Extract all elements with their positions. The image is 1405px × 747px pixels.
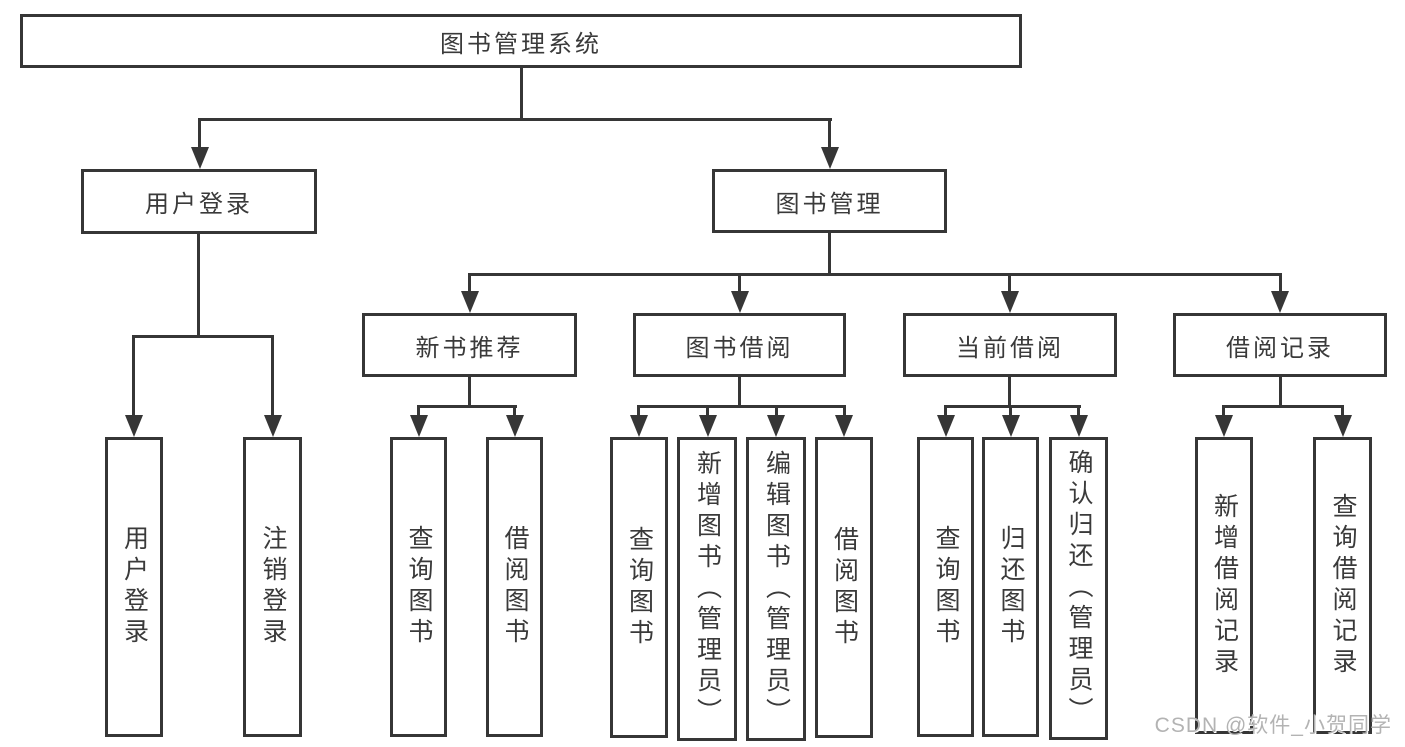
arrow-down-icon [835,415,853,437]
node-label: 用户登录 [145,191,253,218]
arrow-down-icon [1070,415,1088,437]
node-borrowing-records: 借阅记录 [1173,313,1387,377]
connector-line [468,273,471,293]
node-label: 图书借阅 [685,334,794,362]
leaf-user-login: 用户登录 [105,437,163,737]
connector-line [1279,377,1282,408]
arrow-down-icon [1215,415,1233,437]
leaf-query-books-current: 查询图书 [917,437,974,737]
node-label: 注销登录 [259,525,287,649]
node-book-management: 图书管理 [712,169,947,233]
arrow-down-icon [821,147,839,169]
node-new-book-recommendation: 新书推荐 [362,313,577,377]
connector-line [468,273,1282,276]
node-label: 借阅记录 [1226,334,1334,362]
node-label: 当前借阅 [956,334,1064,362]
arrow-down-icon [1334,415,1352,437]
connector-line [513,405,516,417]
connector-line [1341,405,1344,417]
connector-line [1008,377,1011,408]
leaf-query-books-borrowing: 查询图书 [610,437,668,738]
connector-line [1222,405,1225,417]
arrow-down-icon [731,291,749,313]
node-user-login: 用户登录 [81,169,317,234]
node-library-management-system: 图书管理系统 [20,14,1022,68]
connector-line [1279,273,1282,293]
arrow-down-icon [1001,291,1019,313]
connector-line [828,233,831,273]
connector-line [520,68,523,121]
leaf-add-books-admin: 新增图书（管理员） [677,437,737,741]
connector-line [775,405,778,417]
node-label: 编辑图书（管理员） [762,449,791,729]
connector-line [1222,405,1344,408]
connector-line [843,405,846,417]
arrow-down-icon [699,415,717,437]
connector-line [637,405,846,408]
leaf-query-books-recommendation: 查询图书 [390,437,447,737]
csdn-watermark: CSDN @软件_小贺同学 [1154,714,1392,737]
leaf-edit-books-admin: 编辑图书（管理员） [746,437,806,741]
leaf-borrow-books-recommendation: 借阅图书 [486,437,543,737]
connector-line [1009,405,1012,417]
node-label: 图书管理 [775,190,884,218]
leaf-borrow-books-borrowing: 借阅图书 [815,437,873,738]
connector-line [197,234,200,335]
connector-line [706,405,709,417]
arrow-down-icon [125,415,143,437]
arrow-down-icon [264,415,282,437]
node-label: 借阅图书 [501,525,529,649]
node-label: 用户登录 [120,525,149,649]
connector-line [198,118,201,149]
node-label: 图书管理系统 [440,30,602,58]
arrow-down-icon [191,147,209,169]
arrow-down-icon [767,415,785,437]
arrow-down-icon [506,415,524,437]
connector-line [1008,273,1011,293]
node-current-borrowing: 当前借阅 [903,313,1117,377]
node-label: 新书推荐 [415,334,524,362]
arrow-down-icon [1271,291,1289,313]
arrow-down-icon [410,415,428,437]
connector-line [944,405,1081,408]
leaf-confirm-return-admin: 确认归还（管理员） [1049,437,1108,740]
node-label: 借阅图书 [830,525,859,650]
arrow-down-icon [461,291,479,313]
arrow-down-icon [937,415,955,437]
connector-line [738,273,741,293]
connector-line [828,118,831,149]
connector-line [132,335,135,417]
node-label: 查询借阅记录 [1329,492,1357,679]
arrow-down-icon [1002,415,1020,437]
connector-line [198,118,832,121]
node-label: 查询图书 [932,525,960,649]
node-label: 查询图书 [625,525,654,650]
leaf-return-books: 归还图书 [982,437,1039,737]
node-label: 确认归还（管理员） [1065,449,1093,728]
node-label: 归还图书 [997,525,1025,649]
node-label: 新增借阅记录 [1210,492,1239,679]
arrow-down-icon [630,415,648,437]
connector-line [637,405,640,417]
leaf-logout: 注销登录 [243,437,302,737]
connector-line [944,405,947,417]
connector-line [132,335,273,338]
connector-line [1077,405,1080,417]
connector-line [271,335,274,417]
leaf-add-borrowing-record: 新增借阅记录 [1195,437,1253,734]
leaf-query-borrowing-record: 查询借阅记录 [1313,437,1372,734]
connector-line [417,405,420,417]
node-book-borrowing: 图书借阅 [633,313,846,377]
connector-line [468,377,471,408]
node-label: 新增图书（管理员） [693,449,722,729]
connector-line [738,377,741,408]
connector-line [417,405,517,408]
node-label: 查询图书 [405,525,433,649]
